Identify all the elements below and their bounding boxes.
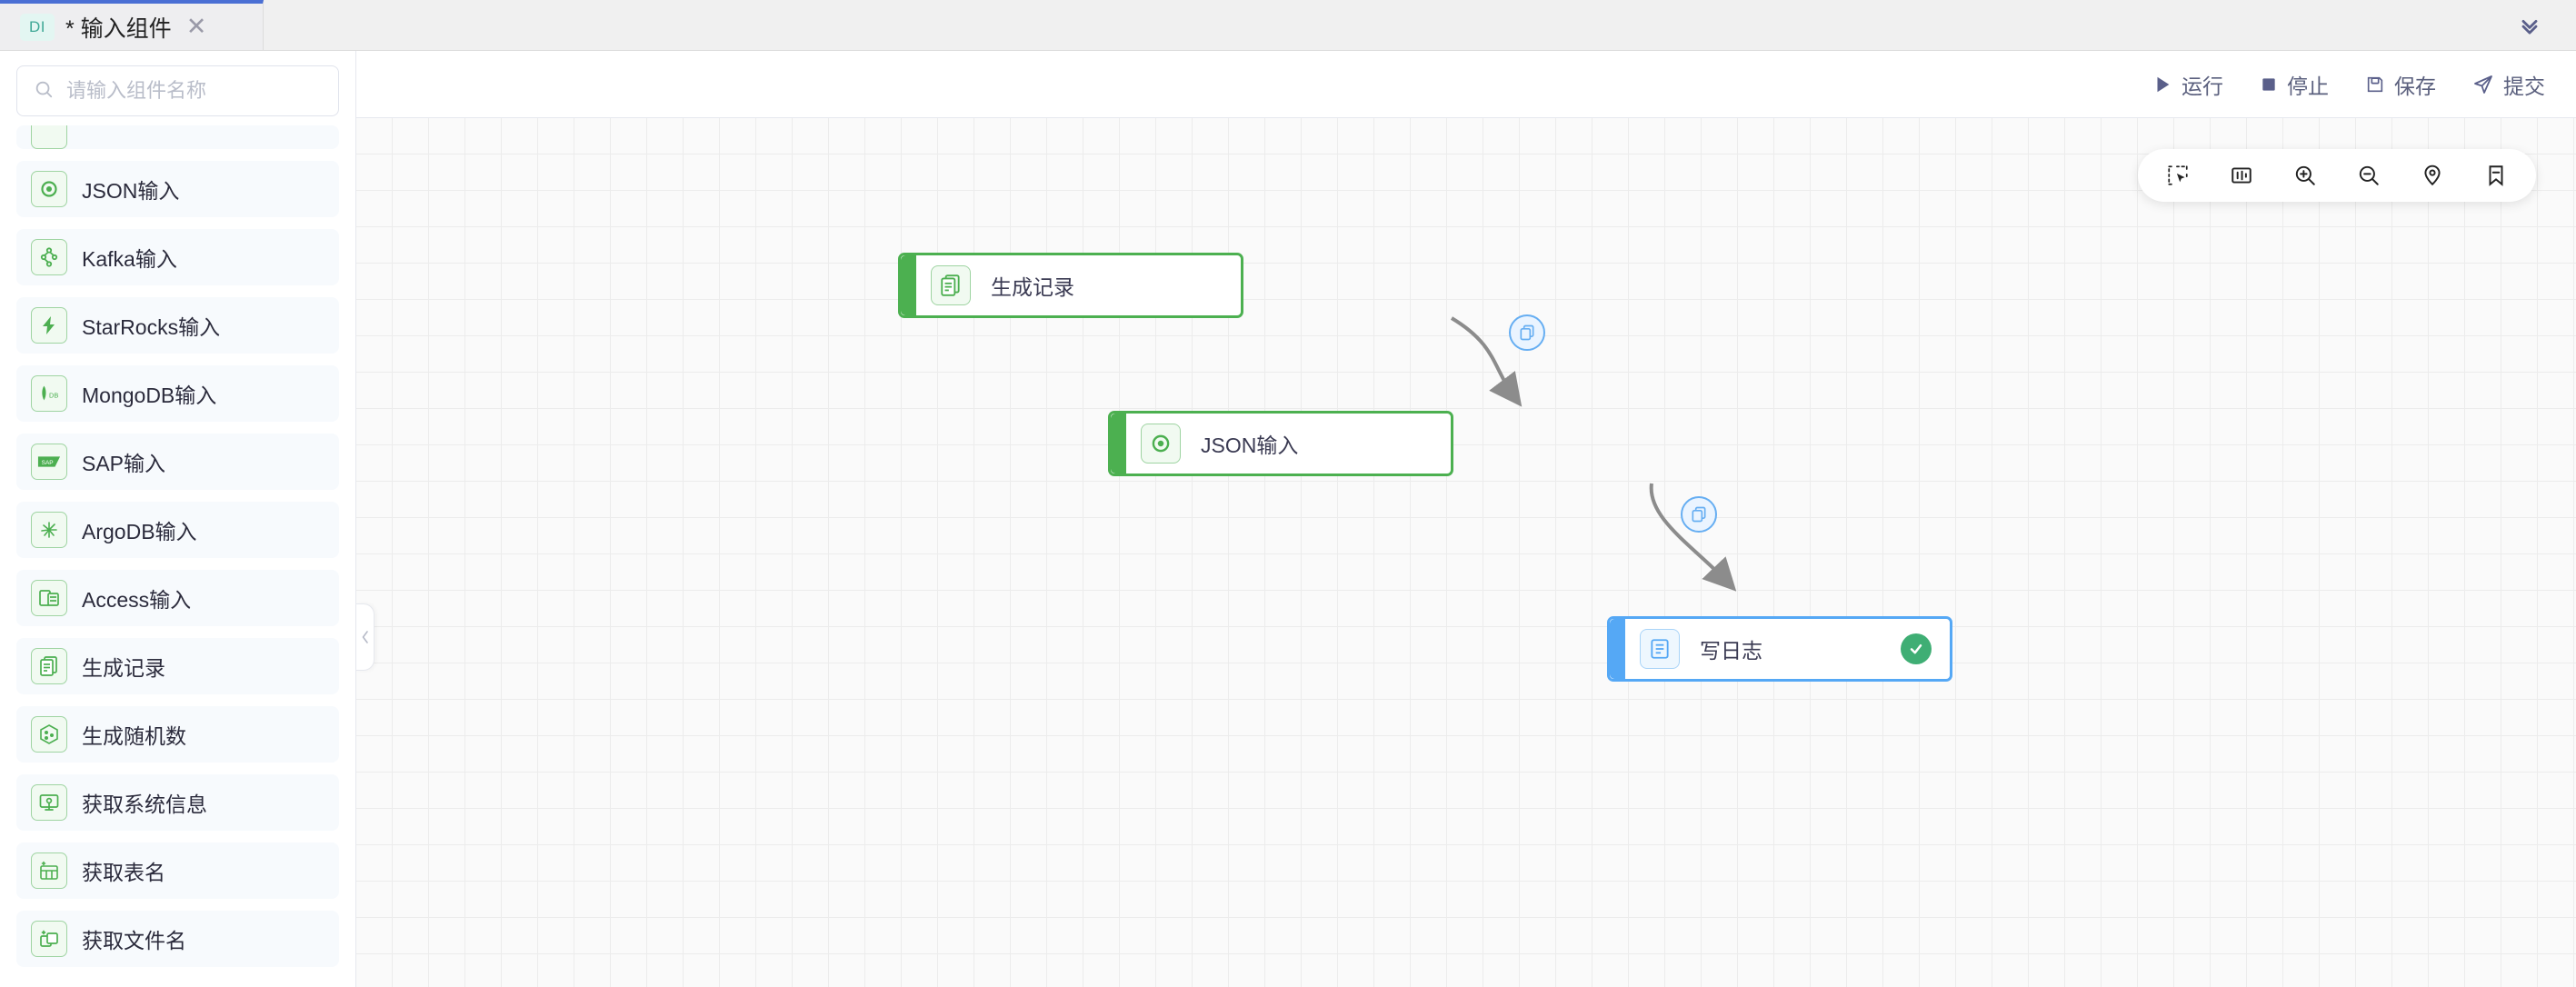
list-item-label: MongoDB输入 — [82, 384, 217, 407]
file-name-icon — [31, 921, 67, 957]
list-item-label: 生成记录 — [82, 656, 165, 680]
editor-pane: 运行 停止 保存 提交 — [356, 51, 2576, 987]
list-item-starrocks[interactable]: StarRocks输入 — [16, 297, 339, 354]
tab-type-badge: DI — [20, 13, 55, 41]
list-item-kafka[interactable]: Kafka输入 — [16, 229, 339, 285]
stop-icon — [2262, 77, 2275, 91]
list-item-label: 获取系统信息 — [82, 793, 207, 816]
edge-layer — [1450, 316, 1737, 592]
system-info-icon — [31, 784, 67, 821]
list-item-table-name[interactable]: 获取表名 — [16, 842, 339, 899]
write-log-icon — [1640, 629, 1680, 669]
bookmark-minus-icon[interactable] — [2476, 155, 2516, 195]
search-input[interactable] — [66, 79, 322, 103]
submit-button[interactable]: 提交 — [2472, 69, 2545, 100]
sap-icon: SAP — [31, 444, 67, 480]
search-box[interactable] — [16, 65, 339, 116]
marquee-select-icon[interactable] — [2158, 155, 2198, 195]
stop-button[interactable]: 停止 — [2260, 69, 2329, 100]
list-item-label: 生成随机数 — [82, 724, 186, 748]
list-item-label: Access输入 — [82, 588, 192, 612]
zoom-out-icon[interactable] — [2349, 155, 2389, 195]
tab-bar-actions — [2509, 0, 2576, 50]
tab-bar: DI * 输入组件 ✕ — [0, 0, 2576, 51]
list-item[interactable] — [16, 125, 339, 149]
close-icon[interactable]: ✕ — [185, 13, 207, 40]
node-label: 写日志 — [1700, 639, 1762, 663]
save-button-label: 保存 — [2394, 74, 2436, 98]
argodb-icon — [31, 512, 67, 548]
run-button-label: 运行 — [2182, 74, 2223, 98]
list-item-argodb[interactable]: ArgoDB输入 — [16, 502, 339, 558]
submit-button-label: 提交 — [2503, 74, 2545, 98]
list-item-label: Kafka输入 — [82, 247, 177, 271]
save-icon — [2367, 76, 2383, 92]
tab-bar-spacer — [264, 0, 2509, 50]
search-wrapper — [0, 51, 355, 125]
generate-record-icon — [31, 648, 67, 684]
list-item-label: 获取文件名 — [82, 929, 186, 952]
json-icon — [31, 171, 67, 207]
edge-badge-copy-1[interactable] — [1509, 314, 1545, 351]
node-accent-bar — [1111, 414, 1126, 474]
list-item-sap[interactable]: SAP SAP输入 — [16, 434, 339, 490]
node-body: 生成记录 — [916, 255, 1241, 315]
editor-toolbar: 运行 停止 保存 提交 — [356, 51, 2576, 118]
component-list[interactable]: JSON输入 Kafka输入 — [0, 125, 355, 987]
list-item-file-name[interactable]: 获取文件名 — [16, 911, 339, 967]
locate-pin-icon[interactable] — [2412, 155, 2452, 195]
main-area: JSON输入 Kafka输入 — [0, 51, 2576, 987]
zoom-in-icon[interactable] — [2285, 155, 2325, 195]
clipped-item-icon — [31, 125, 67, 149]
list-item-random-number[interactable]: 生成随机数 — [16, 706, 339, 763]
list-item-label: SAP输入 — [82, 452, 166, 475]
random-number-icon — [31, 716, 67, 753]
list-item-generate-record[interactable]: 生成记录 — [16, 638, 339, 694]
double-chevron-down-icon[interactable] — [2509, 5, 2551, 46]
list-item-access[interactable]: Access输入 — [16, 570, 339, 626]
flow-canvas[interactable]: 生成记录 JSON输入 — [356, 118, 2576, 987]
tab-title: * 输入组件 — [65, 15, 172, 42]
json-icon — [1141, 424, 1181, 464]
node-body: 写日志 — [1625, 619, 1950, 679]
mongodb-icon: DB — [31, 375, 67, 412]
submit-icon — [2474, 75, 2492, 94]
list-item-mongodb[interactable]: DB MongoDB输入 — [16, 365, 339, 422]
fit-view-icon[interactable] — [2222, 155, 2261, 195]
flow-node-generate-record[interactable]: 生成记录 — [898, 253, 1243, 318]
list-item-label: StarRocks输入 — [82, 315, 221, 339]
starrocks-icon — [31, 307, 67, 344]
list-item-label: ArgoDB输入 — [82, 520, 197, 543]
node-label: 生成记录 — [991, 275, 1074, 299]
save-button[interactable]: 保存 — [2365, 69, 2436, 100]
list-item-json[interactable]: JSON输入 — [16, 161, 339, 217]
svg-text:DB: DB — [49, 392, 58, 400]
component-sidebar: JSON输入 Kafka输入 — [0, 51, 356, 987]
run-button[interactable]: 运行 — [2152, 69, 2223, 100]
list-item-system-info[interactable]: 获取系统信息 — [16, 774, 339, 831]
node-label: JSON输入 — [1201, 434, 1299, 457]
flow-node-write-log[interactable]: 写日志 — [1607, 616, 1952, 682]
play-icon — [2157, 76, 2170, 92]
generate-record-icon — [931, 265, 971, 305]
edge-badge-copy-2[interactable] — [1681, 496, 1717, 533]
kafka-icon — [31, 239, 67, 275]
status-badge-success — [1901, 633, 1932, 664]
stop-button-label: 停止 — [2287, 74, 2329, 98]
table-name-icon — [31, 852, 67, 889]
tab-input-component[interactable]: DI * 输入组件 ✕ — [0, 0, 264, 50]
node-accent-bar — [1610, 619, 1625, 679]
node-accent-bar — [901, 255, 916, 315]
sidebar-collapse-handle[interactable] — [356, 603, 374, 671]
node-body: JSON输入 — [1126, 414, 1451, 474]
edge-generate-to-json — [1450, 316, 1523, 407]
svg-text:SAP: SAP — [42, 460, 54, 466]
search-icon — [34, 79, 54, 104]
flow-node-json-input[interactable]: JSON输入 — [1108, 411, 1453, 476]
canvas-tool-palette — [2138, 149, 2536, 202]
list-item-label: JSON输入 — [82, 179, 180, 203]
access-icon — [31, 580, 67, 616]
list-item-label: 获取表名 — [82, 861, 165, 884]
